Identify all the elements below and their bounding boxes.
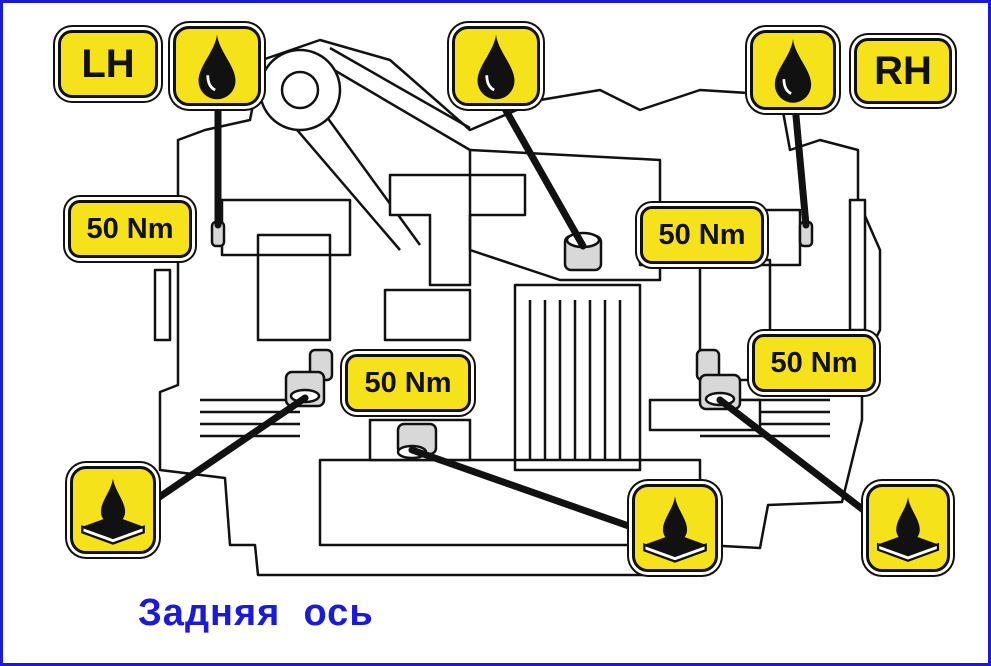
oil-drain-pan-icon [643, 496, 707, 563]
oil-drop-icon [198, 34, 236, 100]
oil-drain-pan-icon-left [70, 466, 156, 554]
torque-label-left: 50 Nm [68, 200, 192, 258]
leader-drain-left [151, 394, 309, 504]
diagram-caption: Задняя ось [138, 592, 374, 634]
pipe-center [388, 173, 527, 287]
oil-drop-icon-center [452, 26, 540, 106]
center-chamber [468, 148, 662, 282]
right-flange [848, 198, 867, 332]
plug-fill-center [563, 231, 603, 272]
oil-drop-icon-left [173, 26, 261, 106]
oil-drop-icon [774, 39, 812, 103]
bearing-inner [280, 70, 320, 110]
torque-label-right-lower: 50 Nm [752, 334, 876, 392]
sump-fins [528, 300, 622, 460]
oil-drain-pan-icon-center [632, 484, 718, 572]
torque-label-right-upper: 50 Nm [640, 206, 764, 264]
cover-ribs [279, 46, 471, 251]
leader-drain-right [716, 396, 874, 519]
leader-drain-center [408, 446, 644, 534]
leader-fill-center [496, 96, 587, 250]
oil-drain-pan-icon [876, 497, 940, 562]
oil-drop-icon-right [750, 30, 836, 110]
oil-drain-pan-icon-right [866, 484, 950, 572]
torque-label-center: 50 Nm [345, 354, 471, 412]
oil-drop-icon [477, 34, 515, 100]
inner-panel-left [256, 233, 332, 342]
oil-drain-pan-icon [81, 478, 145, 545]
lh-side-label: LH [58, 30, 158, 98]
rh-side-label: RH [854, 38, 952, 104]
left-flange [153, 268, 172, 342]
pipe-center-low [383, 288, 472, 342]
leader-fill-right [791, 101, 810, 229]
